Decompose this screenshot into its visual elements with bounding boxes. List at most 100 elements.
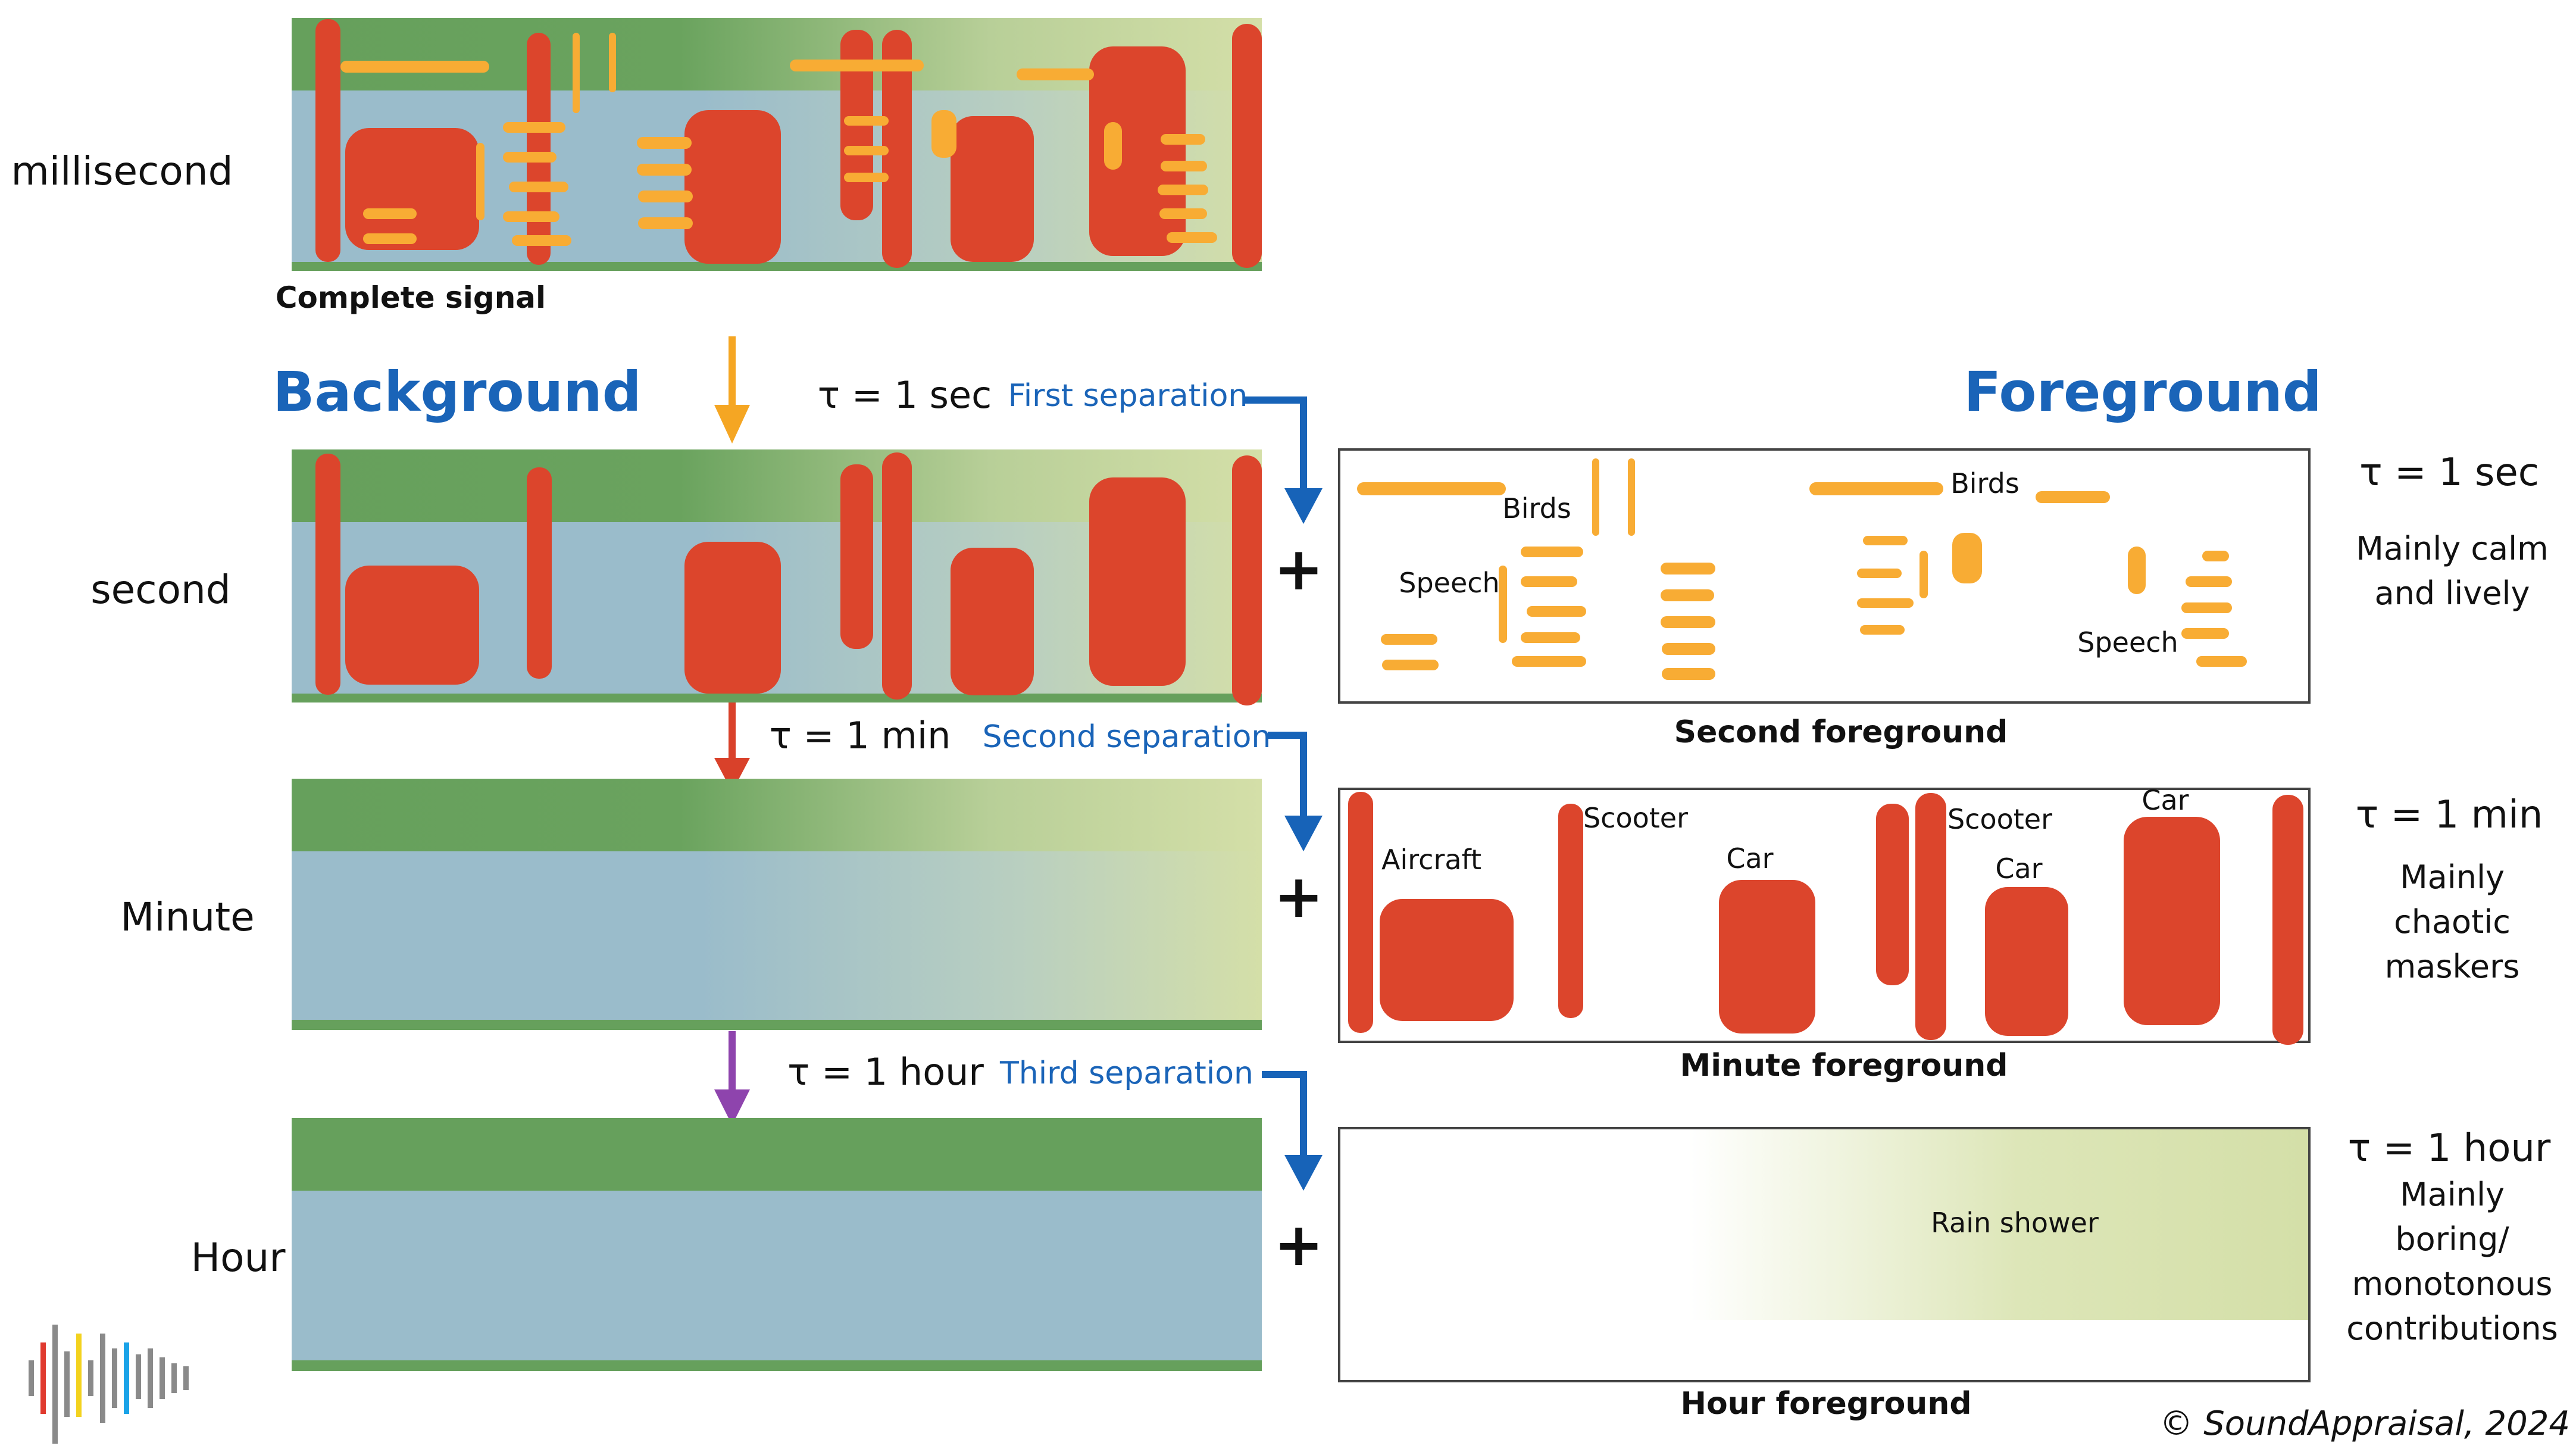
orange-mark xyxy=(1857,598,1914,608)
orange-mark xyxy=(363,208,417,219)
red-blob xyxy=(1232,455,1262,705)
orange-mark xyxy=(1952,533,1982,583)
minute-background-panel xyxy=(292,779,1262,1030)
orange-mark xyxy=(609,33,616,92)
third-separation-tau: τ = 1 hour xyxy=(787,1050,984,1094)
orange-mark xyxy=(1863,536,1908,545)
row-label-millisecond: millisecond xyxy=(11,148,233,194)
orange-mark xyxy=(509,182,568,192)
minute-foreground-box: Aircraft Scooter Car Scooter Car Car xyxy=(1338,784,2311,1045)
hour-foreground-box: Rain shower xyxy=(1338,1127,2311,1382)
orange-mark xyxy=(503,152,557,163)
label-speech-1: Speech xyxy=(1399,567,1499,599)
red-blob xyxy=(1232,24,1262,268)
hour-background-panel xyxy=(292,1118,1262,1371)
red-blob xyxy=(1558,804,1583,1018)
orange-mark xyxy=(476,143,484,220)
complete-signal-panel xyxy=(292,18,1262,271)
red-blob xyxy=(1915,793,1946,1040)
orange-mark xyxy=(637,137,692,149)
orange-mark xyxy=(638,217,693,229)
row-label-second: second xyxy=(90,567,230,613)
background-heading: Background xyxy=(273,360,641,424)
copyright-notice: © SoundAppraisal, 2024 xyxy=(2159,1404,2570,1443)
label-speech-2: Speech xyxy=(2077,626,2178,658)
orange-mark xyxy=(340,61,489,73)
foreground-heading: Foreground xyxy=(1964,360,2321,424)
orange-mark xyxy=(2202,551,2229,561)
plus-sign-hour: + xyxy=(1274,1210,1324,1279)
red-blob xyxy=(1719,880,1815,1034)
red-blob xyxy=(684,110,781,264)
first-separation-label: First separation xyxy=(1008,378,1248,414)
annotation-min-desc-2: chaotic xyxy=(2394,903,2511,941)
orange-mark xyxy=(363,233,417,244)
orange-mark xyxy=(1662,643,1715,655)
orange-mark xyxy=(1017,68,1094,80)
orange-mark xyxy=(1161,161,1207,171)
second-foreground-box: Birds Birds Speech Speech xyxy=(1338,448,2311,704)
red-blob xyxy=(527,467,552,679)
orange-mark xyxy=(1661,563,1715,574)
label-scooter-2: Scooter xyxy=(1947,803,2052,835)
label-scooter-1: Scooter xyxy=(1583,802,1688,834)
red-down-arrow xyxy=(714,700,750,792)
red-blob xyxy=(1876,804,1909,985)
orange-down-arrow xyxy=(714,336,750,444)
orange-mark xyxy=(1857,569,1902,578)
orange-mark xyxy=(1521,632,1580,643)
red-blob xyxy=(951,116,1034,262)
third-separation-label: Third separation xyxy=(999,1056,1253,1091)
annotation-hour-desc-2: boring/ xyxy=(2395,1220,2509,1258)
orange-mark xyxy=(2128,547,2146,594)
orange-mark xyxy=(1920,551,1928,598)
orange-mark xyxy=(1357,482,1506,495)
orange-mark xyxy=(1161,134,1205,145)
red-blob xyxy=(315,454,340,695)
row-label-hour: Hour xyxy=(191,1235,286,1281)
orange-mark xyxy=(1662,668,1715,680)
second-foreground-caption: Second foreground xyxy=(1674,714,2008,750)
orange-mark xyxy=(844,173,889,182)
orange-mark xyxy=(2181,602,2232,613)
orange-mark xyxy=(1527,606,1586,617)
red-blob xyxy=(1089,477,1186,686)
label-car-1: Car xyxy=(1726,842,1773,875)
blue-band xyxy=(292,851,1262,1020)
label-rain-shower: Rain shower xyxy=(1931,1207,2099,1239)
second-separation-tau: τ = 1 min xyxy=(770,714,951,757)
orange-mark xyxy=(1167,232,1217,243)
minute-foreground-caption: Minute foreground xyxy=(1680,1048,2008,1084)
orange-mark xyxy=(1158,185,1208,195)
first-separation-tau: τ = 1 sec xyxy=(818,373,992,417)
orange-mark xyxy=(512,235,571,246)
second-separation-label: Second separation xyxy=(983,719,1271,755)
label-car-3: Car xyxy=(2142,784,2189,816)
red-blob xyxy=(345,566,479,685)
red-blob xyxy=(951,548,1034,695)
first-separation-arrow xyxy=(1243,396,1323,524)
red-blob xyxy=(840,464,873,649)
rain-shower-band xyxy=(1340,1129,2308,1320)
red-blob xyxy=(345,128,479,250)
red-blob xyxy=(882,30,912,268)
label-birds-1: Birds xyxy=(1502,492,1571,524)
orange-mark xyxy=(503,211,559,222)
orange-mark xyxy=(1521,547,1583,557)
blue-band xyxy=(292,1191,1262,1360)
annotation-hour-desc-1: Mainly xyxy=(2400,1176,2505,1213)
annotation-sec-desc-2: and lively xyxy=(2375,574,2530,612)
orange-mark xyxy=(1628,458,1635,536)
orange-mark xyxy=(637,164,692,176)
red-blob xyxy=(2124,817,2220,1025)
orange-mark xyxy=(1382,660,1439,670)
orange-mark xyxy=(2196,656,2247,667)
green-band xyxy=(292,779,1262,851)
orange-mark xyxy=(1809,482,1943,495)
second-background-panel xyxy=(292,449,1262,705)
annotation-hour-desc-4: contributions xyxy=(2346,1310,2558,1347)
third-separation-arrow xyxy=(1262,1071,1323,1191)
annotation-hour-desc-3: monotonous xyxy=(2352,1265,2553,1303)
orange-mark xyxy=(1159,208,1207,219)
